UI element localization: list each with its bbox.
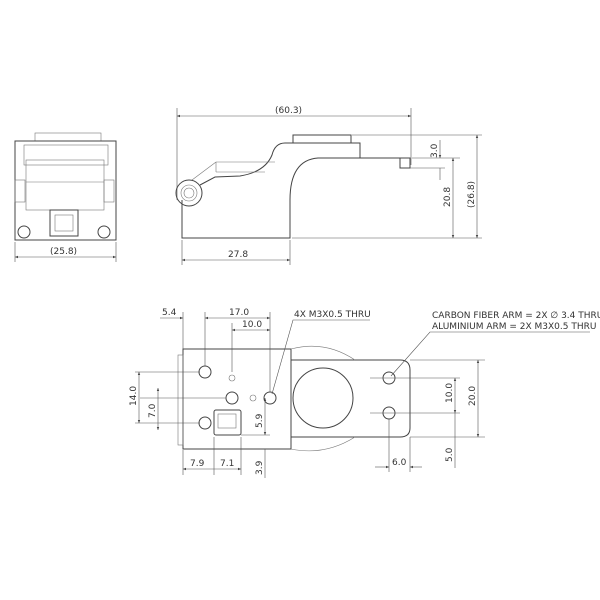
dim-3-9: 3.9: [255, 460, 265, 475]
dim-7-9: 7.9: [190, 459, 205, 469]
dim-5-0: 5.0: [445, 447, 455, 462]
side-view: (60.3) 27.8 3.0 20.8 (26.8): [175, 106, 482, 265]
hole-note: 4X M3X0.5 THRU: [294, 310, 371, 320]
dim-6-0: 6.0: [392, 458, 407, 468]
dim-7-0: 7.0: [148, 403, 158, 418]
mount-hole: [97, 225, 111, 239]
front-view: (25.8): [14, 132, 117, 262]
bottom-view: 5.4 17.0 10.0 4X M3X0.5 THRU CARBON FIBE…: [129, 308, 600, 478]
mount-hole: [17, 225, 31, 239]
dim-arm-height: 20.8: [443, 187, 453, 207]
dim-10-0-arm: 10.0: [445, 383, 455, 403]
hinge: [175, 179, 203, 207]
mount-hole: [198, 416, 212, 430]
connector: [213, 409, 242, 436]
dim-front-width: (25.8): [50, 247, 77, 257]
motor-shaft-circle: [292, 367, 354, 429]
mount-hole: [198, 365, 212, 379]
arm-note-carbon: CARBON FIBER ARM = 2X ∅ 3.4 THRU: [432, 311, 600, 321]
dim-5-4: 5.4: [162, 308, 177, 318]
dim-overall-height: (26.8): [467, 181, 477, 208]
arm-note-aluminium: ALUMINIUM ARM = 2X M3X0.5 THRU: [432, 322, 596, 332]
mount-hole: [225, 391, 239, 405]
dim-5-9: 5.9: [255, 413, 265, 428]
dim-17-0: 17.0: [229, 308, 249, 318]
connector: [49, 209, 79, 237]
mount-hole: [263, 391, 277, 405]
dim-14-0: 14.0: [129, 386, 139, 406]
arm: [291, 359, 411, 438]
dim-10-0-top: 10.0: [242, 320, 262, 330]
dim-base-length: 27.8: [228, 250, 248, 260]
dim-arm-thickness: 3.0: [430, 143, 440, 158]
dim-7-1: 7.1: [220, 459, 234, 469]
dim-overall-length: (60.3): [275, 106, 302, 116]
dim-20-0: 20.0: [468, 386, 478, 406]
